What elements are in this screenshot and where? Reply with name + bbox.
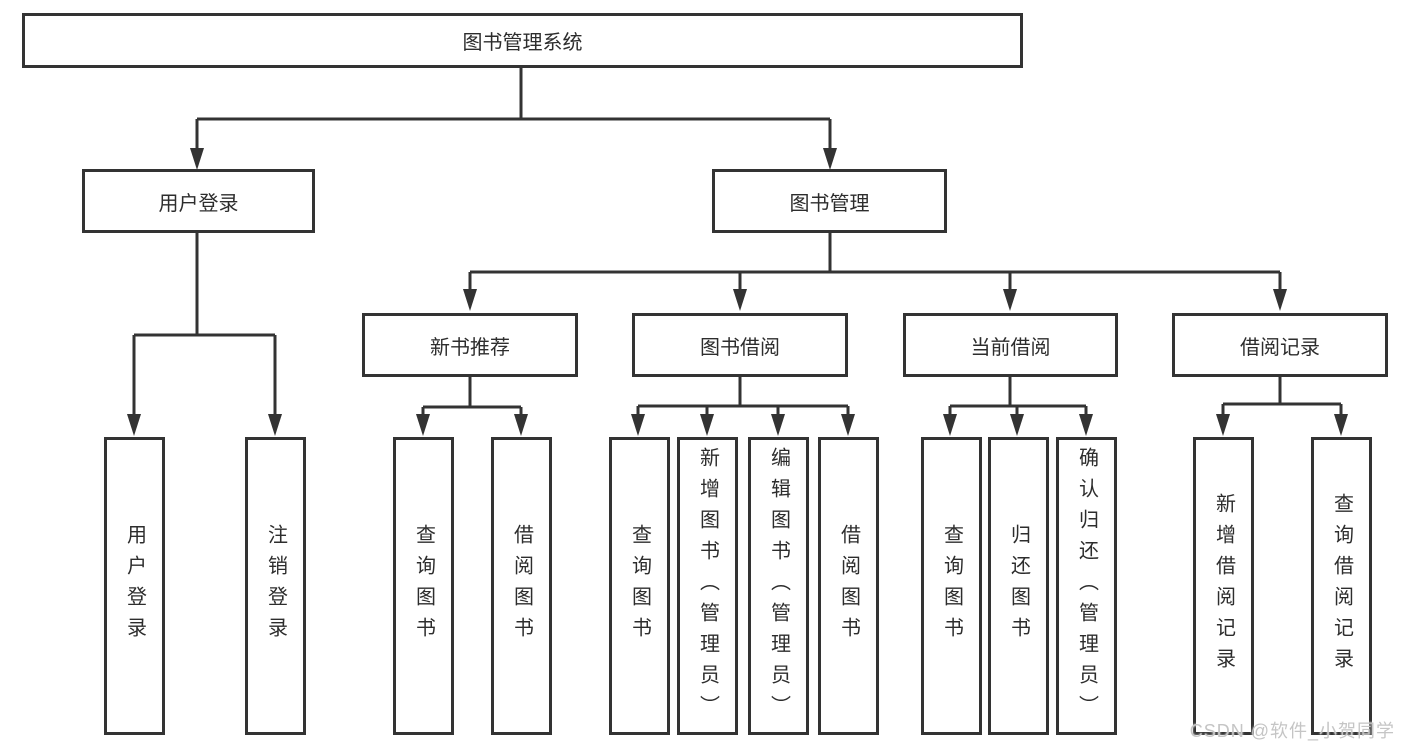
- leaf-label: 注销登录: [264, 524, 287, 648]
- node-label: 新书推荐: [430, 336, 510, 359]
- leaf-confirm-return-admin: 确认归还（管理员）: [1056, 437, 1117, 735]
- leaf-label: 查询借阅记录: [1330, 493, 1353, 679]
- node-book-management: 图书管理: [712, 169, 947, 233]
- leaf-borrow-books: 借阅图书: [818, 437, 879, 735]
- leaf-query-books-recommend: 查询图书: [393, 437, 454, 735]
- leaf-label: 借阅图书: [837, 524, 860, 648]
- leaf-query-books-current: 查询图书: [921, 437, 982, 735]
- leaf-logout: 注销登录: [245, 437, 306, 735]
- leaf-query-books-borrow: 查询图书: [609, 437, 670, 735]
- leaf-label: 确认归还（管理员）: [1075, 446, 1098, 726]
- leaf-label: 查询图书: [412, 524, 435, 648]
- leaf-edit-books-admin: 编辑图书（管理员）: [748, 437, 809, 735]
- node-label: 图书管理系统: [462, 32, 583, 54]
- leaf-borrow-books-recommend: 借阅图书: [491, 437, 552, 735]
- csdn-watermark: CSDN @软件_小贺同学: [1189, 721, 1395, 741]
- leaf-query-borrow-record: 查询借阅记录: [1311, 437, 1372, 735]
- leaf-label: 用户登录: [123, 524, 146, 648]
- arrowhead-icons: [127, 148, 1348, 436]
- leaf-label: 查询图书: [940, 524, 963, 648]
- node-borrow-records: 借阅记录: [1172, 313, 1388, 377]
- node-root-system: 图书管理系统: [22, 13, 1023, 68]
- node-user-login: 用户登录: [82, 169, 315, 233]
- leaf-label: 查询图书: [628, 524, 651, 648]
- leaf-label: 编辑图书（管理员）: [767, 446, 790, 726]
- leaf-label: 归还图书: [1007, 524, 1030, 648]
- node-new-book-recommend: 新书推荐: [362, 313, 578, 377]
- leaf-label: 借阅图书: [510, 524, 533, 648]
- node-book-borrow: 图书借阅: [632, 313, 848, 377]
- node-label: 图书借阅: [700, 336, 780, 359]
- leaf-user-login: 用户登录: [104, 437, 165, 735]
- leaf-return-books: 归还图书: [988, 437, 1049, 735]
- node-current-borrow: 当前借阅: [903, 313, 1118, 377]
- leaf-add-books-admin: 新增图书（管理员）: [677, 437, 738, 735]
- leaf-add-borrow-record: 新增借阅记录: [1193, 437, 1254, 735]
- node-label: 当前借阅: [970, 336, 1051, 359]
- leaf-label: 新增借阅记录: [1212, 493, 1235, 679]
- leaf-label: 新增图书（管理员）: [696, 446, 719, 726]
- node-label: 用户登录: [158, 192, 239, 215]
- node-label: 图书管理: [789, 192, 870, 215]
- node-label: 借阅记录: [1240, 336, 1320, 359]
